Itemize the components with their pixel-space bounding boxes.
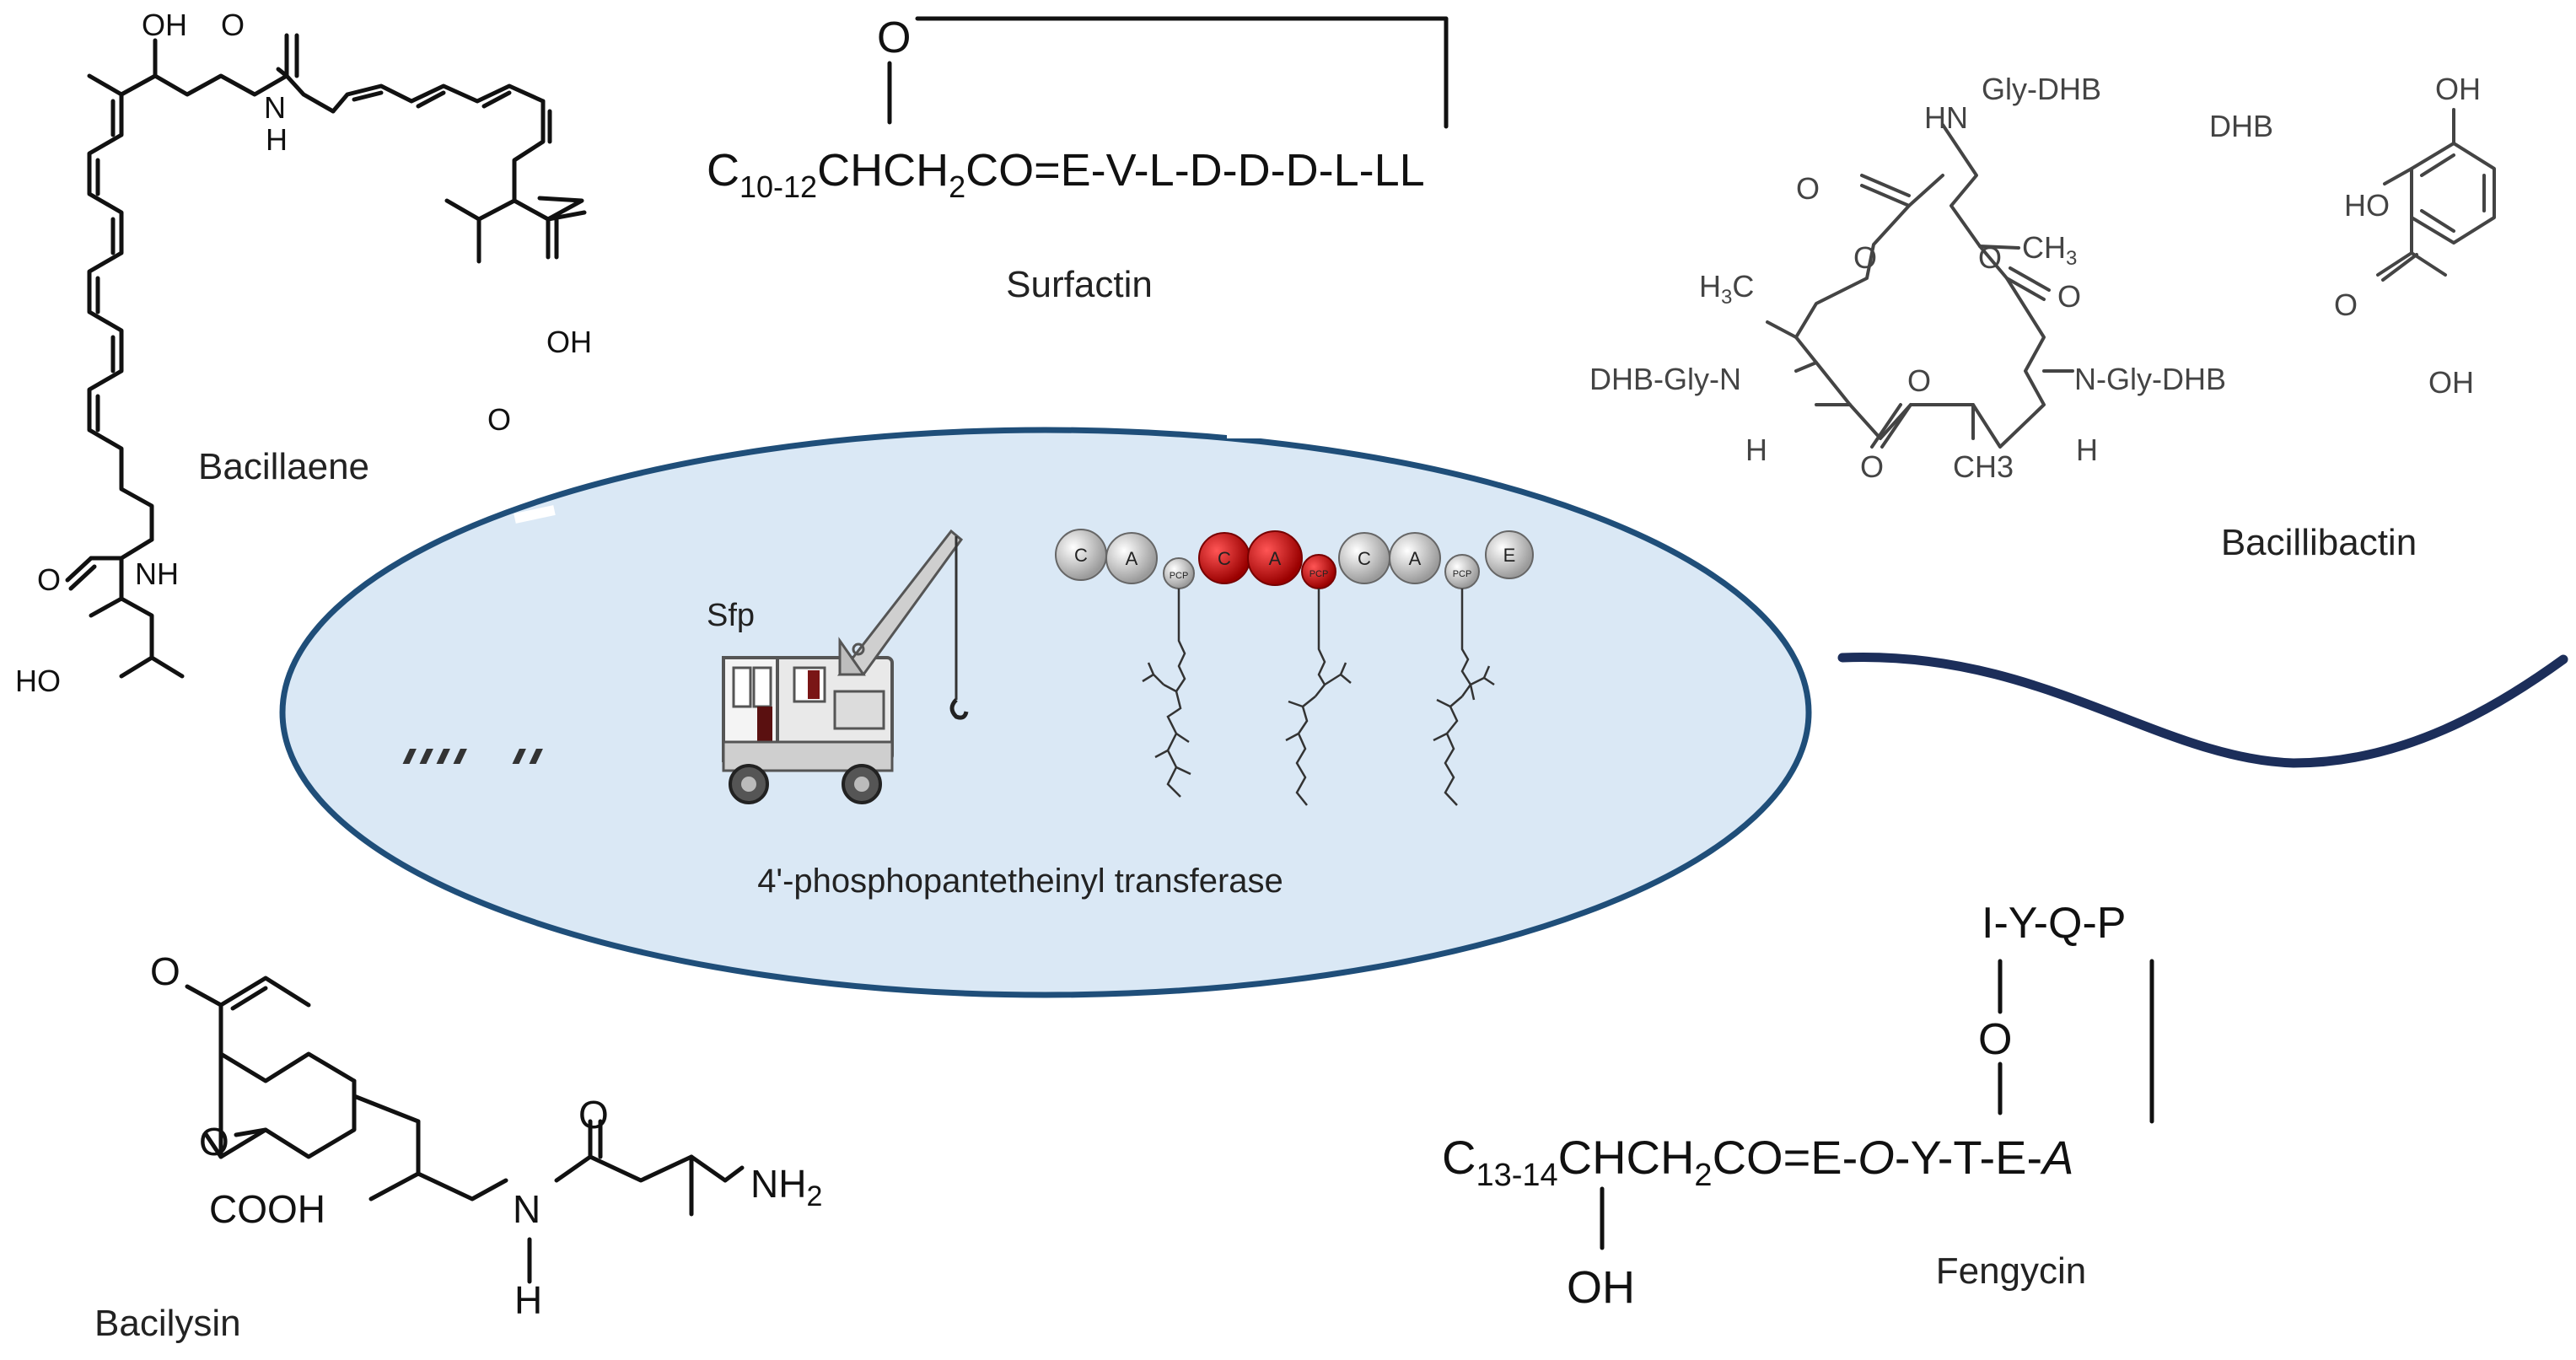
svg-text:O: O xyxy=(1978,1015,2012,1064)
nrps-assembly: C A PCP C A PCP C A PCP E xyxy=(1055,529,1534,806)
svg-text:H: H xyxy=(514,1278,542,1322)
module-a1 xyxy=(1105,532,1158,584)
module-e xyxy=(1485,530,1534,579)
svg-text:O: O xyxy=(1853,240,1877,275)
svg-text:OH: OH xyxy=(2428,365,2474,400)
svg-text:N-Gly-DHB: N-Gly-DHB xyxy=(2074,362,2226,396)
svg-text:O: O xyxy=(37,562,61,597)
svg-text:C: C xyxy=(1074,545,1088,566)
svg-text:C: C xyxy=(1218,548,1231,569)
svg-text:COOH: COOH xyxy=(209,1187,325,1231)
svg-text:NH: NH xyxy=(135,556,179,591)
svg-text:C10-12CHCH2CO=E-V-L-D-D-D-L-LL: C10-12CHCH2CO=E-V-L-D-D-D-L-LL xyxy=(707,145,1425,204)
svg-text:O: O xyxy=(199,1120,229,1164)
svg-text:PCP: PCP xyxy=(1453,569,1472,579)
svg-text:A: A xyxy=(1126,548,1138,569)
svg-text:HO: HO xyxy=(15,664,61,698)
svg-text:C13-14CHCH2CO=E-O-Y-T-E-A: C13-14CHCH2CO=E-O-Y-T-E-A xyxy=(1442,1131,2073,1193)
svg-text:CH3: CH3 xyxy=(2022,230,2077,270)
peptide-chain-1 xyxy=(1142,589,1191,798)
svg-text:OH: OH xyxy=(1567,1262,1635,1313)
svg-text:O: O xyxy=(487,402,511,437)
svg-text:E: E xyxy=(1503,545,1516,566)
surfactin-label: Surfactin xyxy=(1006,264,1153,305)
module-a2 xyxy=(1247,530,1303,586)
transferase-label: 4'-phosphopantetheinyl transferase xyxy=(757,863,1283,900)
svg-text:O: O xyxy=(1796,171,1820,206)
svg-text:H3C: H3C xyxy=(1699,269,1754,309)
svg-text:N: N xyxy=(264,90,286,125)
svg-text:O: O xyxy=(221,8,245,42)
svg-text:H: H xyxy=(1745,433,1767,467)
bacilysin-label: Bacilysin xyxy=(94,1303,241,1344)
svg-text:O: O xyxy=(1907,363,1931,398)
peptide-chain-2 xyxy=(1285,589,1352,806)
surfactin-structure: O C10-12CHCH2CO=E-V-L-D-D-D-L-LL Surfact… xyxy=(707,13,1449,305)
svg-text:HN: HN xyxy=(1924,100,1968,135)
svg-text:O: O xyxy=(150,949,180,993)
svg-text:Gly-DHB: Gly-DHB xyxy=(1982,72,2101,106)
fengycin-structure: I-Y-Q-P O C13-14CHCH2CO=E-O-Y-T-E-A OH F… xyxy=(1442,899,2154,1313)
sfp-label: Sfp xyxy=(707,598,755,633)
svg-text:HO: HO xyxy=(2344,188,2390,223)
svg-text:CH3: CH3 xyxy=(1953,449,2014,484)
bacillibactin-label: Bacillibactin xyxy=(2221,522,2417,563)
bacterial-cell xyxy=(279,427,2568,998)
svg-text:DHB: DHB xyxy=(2209,109,2273,143)
bacillaene-structure: OH O N H OH O O NH HO Bacillaene xyxy=(15,8,592,698)
svg-text:PCP: PCP xyxy=(1310,569,1329,579)
svg-text:A: A xyxy=(1409,548,1422,569)
svg-text:O: O xyxy=(2057,279,2081,314)
bacilysin-structure: O O COOH N H O NH2 Bacilysin xyxy=(94,949,822,1344)
svg-text:O: O xyxy=(1978,240,2002,275)
module-a3 xyxy=(1389,532,1441,584)
svg-text:O: O xyxy=(2334,288,2358,322)
svg-text:N: N xyxy=(513,1187,540,1231)
svg-text:H: H xyxy=(266,122,288,157)
svg-text:C: C xyxy=(1358,548,1371,569)
svg-text:NH2: NH2 xyxy=(750,1162,822,1212)
bacillaene-label: Bacillaene xyxy=(198,446,369,487)
svg-text:OH: OH xyxy=(2435,72,2481,106)
svg-text:OH: OH xyxy=(546,325,592,359)
fengycin-label: Fengycin xyxy=(1936,1250,2087,1292)
svg-text:DHB-Gly-N: DHB-Gly-N xyxy=(1589,362,1741,396)
svg-text:O: O xyxy=(877,13,911,62)
crane-icon xyxy=(402,529,969,804)
svg-text:PCP: PCP xyxy=(1170,571,1189,581)
cell-membrane xyxy=(279,427,1812,998)
svg-text:H: H xyxy=(2076,433,2098,467)
flagellum xyxy=(1837,652,2568,768)
bacillibactin-structure: HN Gly-DHB O CH3 H3C O O O DHB-Gly-N N-G… xyxy=(1589,72,2496,563)
svg-text:O: O xyxy=(578,1093,609,1137)
svg-text:I-Y-Q-P: I-Y-Q-P xyxy=(1982,899,2126,948)
peptide-chain-3 xyxy=(1433,589,1495,806)
svg-text:O: O xyxy=(1860,449,1884,484)
svg-text:OH: OH xyxy=(142,8,187,42)
svg-text:A: A xyxy=(1269,548,1282,569)
